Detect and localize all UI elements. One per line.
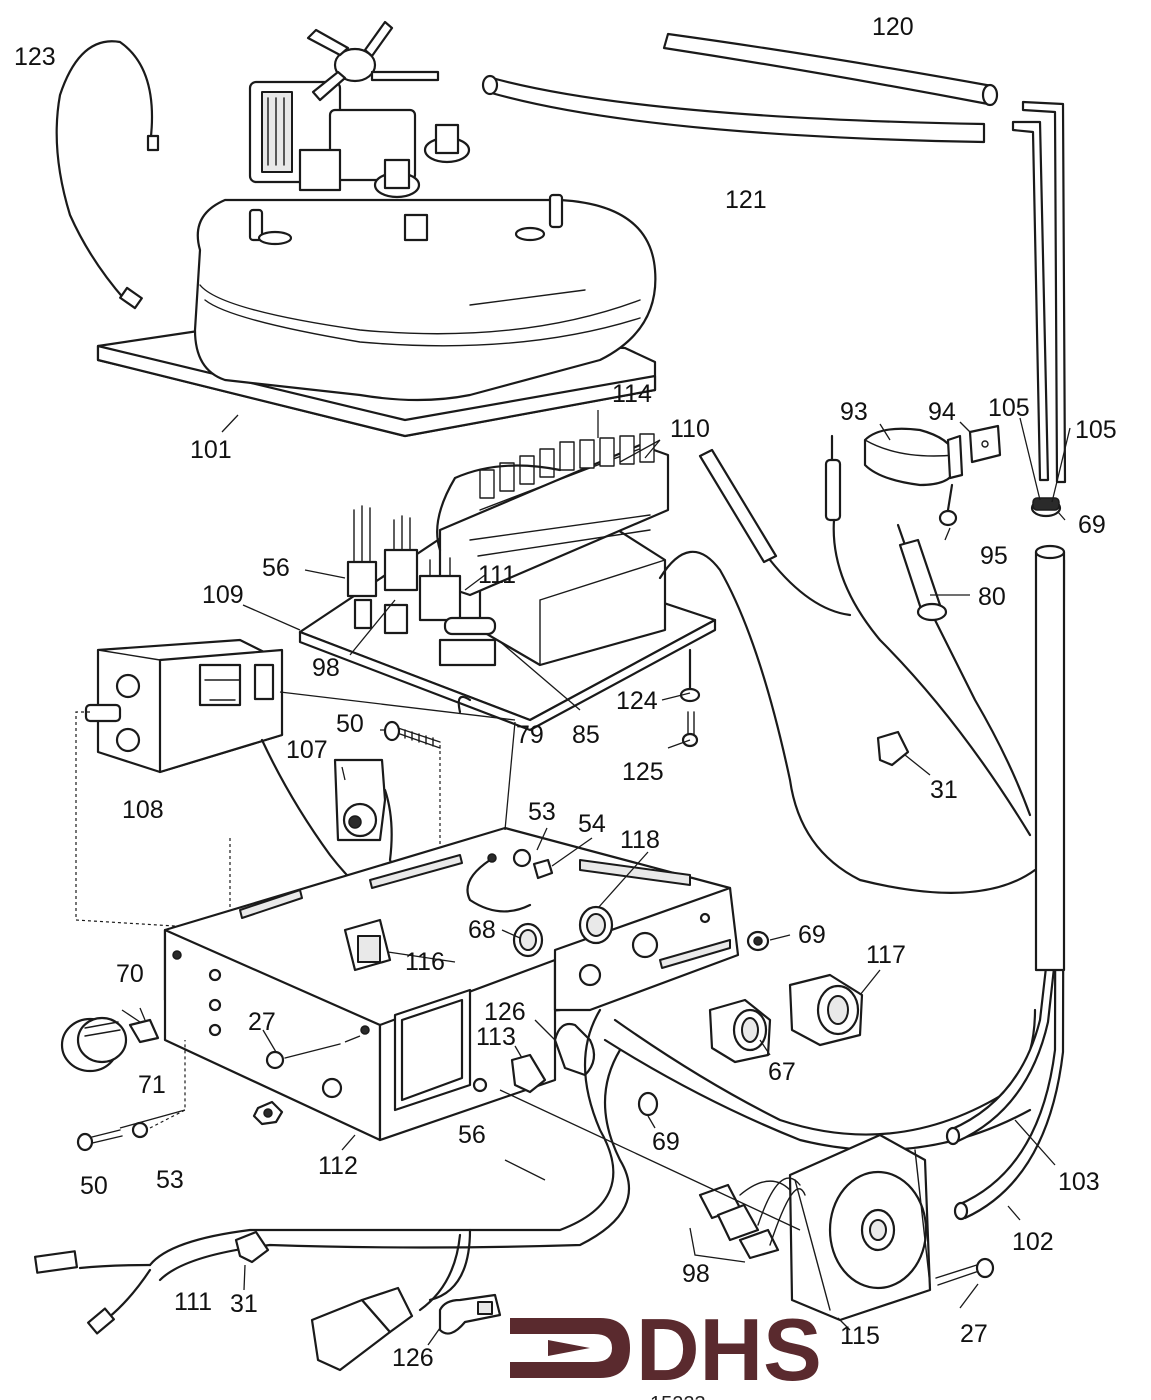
callout-85: 85 (572, 721, 600, 749)
callout-107: 107 (286, 736, 328, 764)
tubes-120-121 (481, 32, 999, 144)
callout-labels: 123 120 121 101 114 110 93 94 105 105 69… (14, 13, 1117, 1372)
callout-50-bottom: 50 (80, 1172, 108, 1200)
callout-118: 118 (620, 826, 660, 854)
callout-67: 67 (768, 1058, 796, 1086)
callout-31-right: 31 (930, 776, 958, 804)
callout-120: 120 (872, 13, 914, 41)
callout-27-left: 27 (248, 1008, 276, 1036)
dhs-logo-text: DHS (636, 1300, 822, 1399)
callout-111-bottom: 111 (174, 1288, 212, 1316)
callout-125: 125 (622, 758, 664, 786)
footer-code: 15223 (650, 1393, 706, 1400)
callout-79: 79 (516, 721, 544, 749)
callout-80: 80 (978, 583, 1006, 611)
wiring-loom (33, 544, 1066, 1372)
dhs-logo-arrow-mark (510, 1318, 630, 1378)
callout-94: 94 (928, 398, 956, 426)
callout-105-right: 105 (1075, 416, 1117, 444)
sensor-leads (698, 434, 1032, 837)
callout-95: 95 (980, 542, 1008, 570)
callout-103: 103 (1058, 1168, 1100, 1196)
callout-98-top: 98 (312, 654, 340, 682)
callout-123: 123 (14, 43, 56, 71)
callout-110: 110 (670, 415, 710, 443)
callout-56-top: 56 (262, 554, 290, 582)
callout-126-mid: 126 (484, 998, 526, 1026)
clamp-93 (863, 424, 1002, 527)
callout-70: 70 (116, 960, 144, 988)
callout-98-bottom: 98 (682, 1260, 710, 1288)
callout-114: 114 (612, 380, 652, 408)
callout-105-left: 105 (988, 394, 1030, 422)
callout-69-bottom: 69 (652, 1128, 680, 1156)
callout-101: 101 (190, 436, 232, 464)
pcb-assembly (298, 433, 1037, 894)
callout-68: 68 (468, 916, 496, 944)
callout-56-bottom: 56 (458, 1121, 486, 1149)
pressure-switch-115 (698, 1133, 995, 1322)
callout-71: 71 (138, 1071, 166, 1099)
callout-54: 54 (578, 810, 606, 838)
callout-53-bottom: 53 (156, 1166, 184, 1194)
callout-69-top: 69 (1078, 511, 1106, 539)
callout-93: 93 (840, 398, 868, 426)
thermostat-108 (84, 638, 462, 952)
callout-109: 109 (202, 581, 244, 609)
tubes-105 (1011, 100, 1067, 518)
lead-123 (55, 40, 154, 302)
callout-117: 117 (866, 941, 906, 969)
leader-lines (119, 410, 1071, 1346)
fan-assembly (96, 20, 657, 438)
callout-69-mid: 69 (798, 921, 826, 949)
callout-113: 113 (476, 1023, 516, 1051)
callout-31-bottom: 31 (230, 1290, 258, 1318)
callout-108: 108 (122, 796, 164, 824)
dhs-logo: DHS 15223 (510, 1300, 822, 1400)
callout-116: 116 (405, 948, 445, 976)
callout-126-bottom: 126 (392, 1344, 434, 1372)
callout-50-top: 50 (336, 710, 364, 738)
bracket-107 (333, 758, 472, 962)
callout-121: 121 (725, 186, 767, 214)
callout-53-top: 53 (528, 798, 556, 826)
callout-124: 124 (616, 687, 658, 715)
screw-50-top (383, 720, 441, 845)
callout-111-top: 111 (478, 561, 516, 589)
callout-102: 102 (1012, 1228, 1054, 1256)
callout-27-right: 27 (960, 1320, 988, 1348)
callout-112: 112 (318, 1152, 358, 1180)
callout-115: 115 (840, 1322, 880, 1350)
control-box-112 (60, 826, 864, 1152)
